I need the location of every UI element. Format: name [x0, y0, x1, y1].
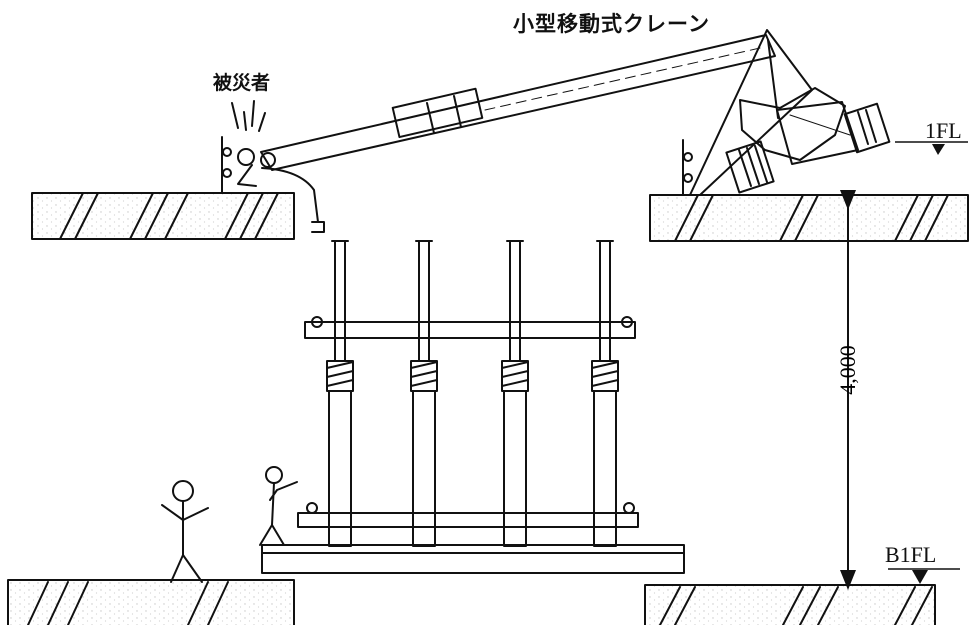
worker-on-base: [259, 466, 298, 546]
guard-rail-left: [221, 136, 232, 194]
shoring-frame: [261, 240, 685, 574]
lower-right-slab: [644, 584, 936, 629]
level-label-b1fl: B1FL: [885, 542, 937, 567]
victim-figure: [231, 100, 266, 187]
victim-label: 被災者: [213, 72, 271, 94]
crane-boom: [260, 34, 776, 171]
worker-standing: [161, 480, 209, 583]
upper-left-slab: [31, 192, 295, 240]
crane-label: 小型移動式クレーン: [513, 12, 710, 36]
level-marker-1fl: [895, 141, 968, 155]
upper-right-slab: [649, 194, 969, 242]
lower-left-slab: [7, 579, 295, 629]
guard-rail-right: [682, 139, 693, 196]
height-dimension-label: 4,000: [835, 345, 860, 395]
crane-body: [689, 29, 891, 196]
crane-hook: [261, 167, 325, 233]
level-marker-b1fl: [888, 568, 960, 584]
level-label-1fl: 1FL: [925, 118, 962, 143]
